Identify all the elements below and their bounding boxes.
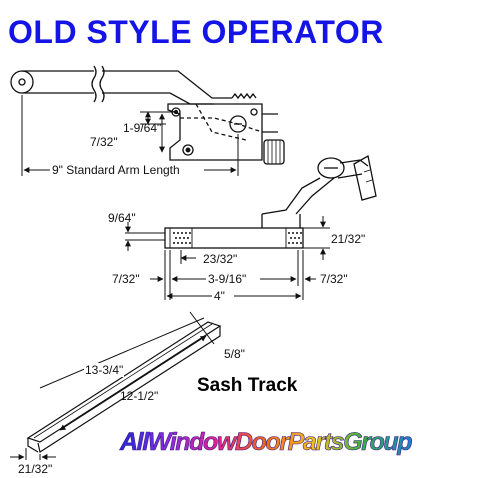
gear-teeth bbox=[231, 92, 257, 100]
spline-housing bbox=[262, 113, 278, 133]
base-plate bbox=[167, 103, 263, 161]
dim-center-label: 23/32" bbox=[203, 252, 237, 266]
sash-track-dimensions bbox=[10, 311, 215, 460]
dim-left-label: 7/32" bbox=[112, 272, 140, 286]
dim-center-label-bg bbox=[196, 252, 248, 265]
neck-collar bbox=[261, 214, 301, 228]
operator-side-view bbox=[164, 154, 377, 249]
crank-arm-bottom bbox=[337, 173, 363, 179]
side-base-left-block bbox=[169, 227, 193, 249]
hidden-linkage bbox=[180, 117, 263, 133]
arm-end-hole bbox=[18, 78, 26, 86]
dim-thickness-label: 9/64" bbox=[108, 211, 136, 225]
dim-span-label: 3-9/16" bbox=[208, 272, 246, 286]
track-body bbox=[26, 321, 222, 443]
dim-width-label: 5/8" bbox=[224, 347, 245, 361]
track-end-face bbox=[27, 438, 39, 453]
arm-break-left bbox=[91, 65, 97, 103]
mount-hole-bottom-center bbox=[185, 147, 191, 153]
spline-shaft bbox=[263, 139, 285, 165]
crank-knob bbox=[353, 154, 377, 201]
dim-total-label-bg bbox=[212, 289, 234, 303]
gear-hub bbox=[250, 108, 258, 116]
track-channel-line bbox=[33, 323, 213, 439]
dim-total-label: 4" bbox=[214, 289, 225, 303]
brand-logo-text: AllWindowDoorPartsGroup bbox=[119, 428, 412, 456]
arm-break-right bbox=[99, 65, 105, 103]
dim-width-leader bbox=[189, 311, 215, 345]
dim-height-label: 21/32" bbox=[331, 232, 365, 246]
arm-end-eye bbox=[10, 70, 34, 94]
dim-b-label: 7/32" bbox=[90, 135, 118, 149]
neck-left-profile bbox=[261, 177, 321, 215]
dim-a-label: 1-9/64" bbox=[123, 121, 161, 135]
operator-top-view bbox=[10, 65, 285, 165]
crank-hub bbox=[317, 157, 345, 179]
dim-end-label: 21/32" bbox=[18, 462, 52, 476]
dim-right-label: 7/32" bbox=[320, 272, 348, 286]
arm-upper-profile bbox=[102, 70, 232, 99]
dim-length-long-label-bg bbox=[84, 363, 124, 377]
pivot-hole bbox=[229, 115, 247, 133]
neck-right-profile bbox=[295, 177, 335, 215]
page-title: OLD STYLE OPERATOR bbox=[8, 14, 384, 50]
spline-ribs bbox=[267, 140, 281, 164]
sash-track-label: Sash Track bbox=[197, 375, 298, 396]
mount-hole-bottom bbox=[182, 144, 194, 156]
side-base-right-block bbox=[285, 227, 304, 249]
arm-length-label: 9" Standard Arm Length bbox=[52, 163, 180, 177]
dim-length-short-line bbox=[59, 335, 207, 431]
side-base-bar bbox=[164, 227, 304, 249]
arm-length-label-bg bbox=[50, 163, 204, 177]
hidden-link-arm bbox=[195, 103, 247, 141]
arm-lower-profile bbox=[102, 92, 214, 105]
side-base-knurl-dots bbox=[173, 232, 302, 244]
dim-span-label-bg bbox=[206, 272, 260, 286]
dim-length-long-label: 13-3/4" bbox=[85, 363, 123, 377]
dim-length-short-label: 12-1/2" bbox=[120, 389, 158, 403]
crank-knob-ribs bbox=[363, 169, 373, 183]
